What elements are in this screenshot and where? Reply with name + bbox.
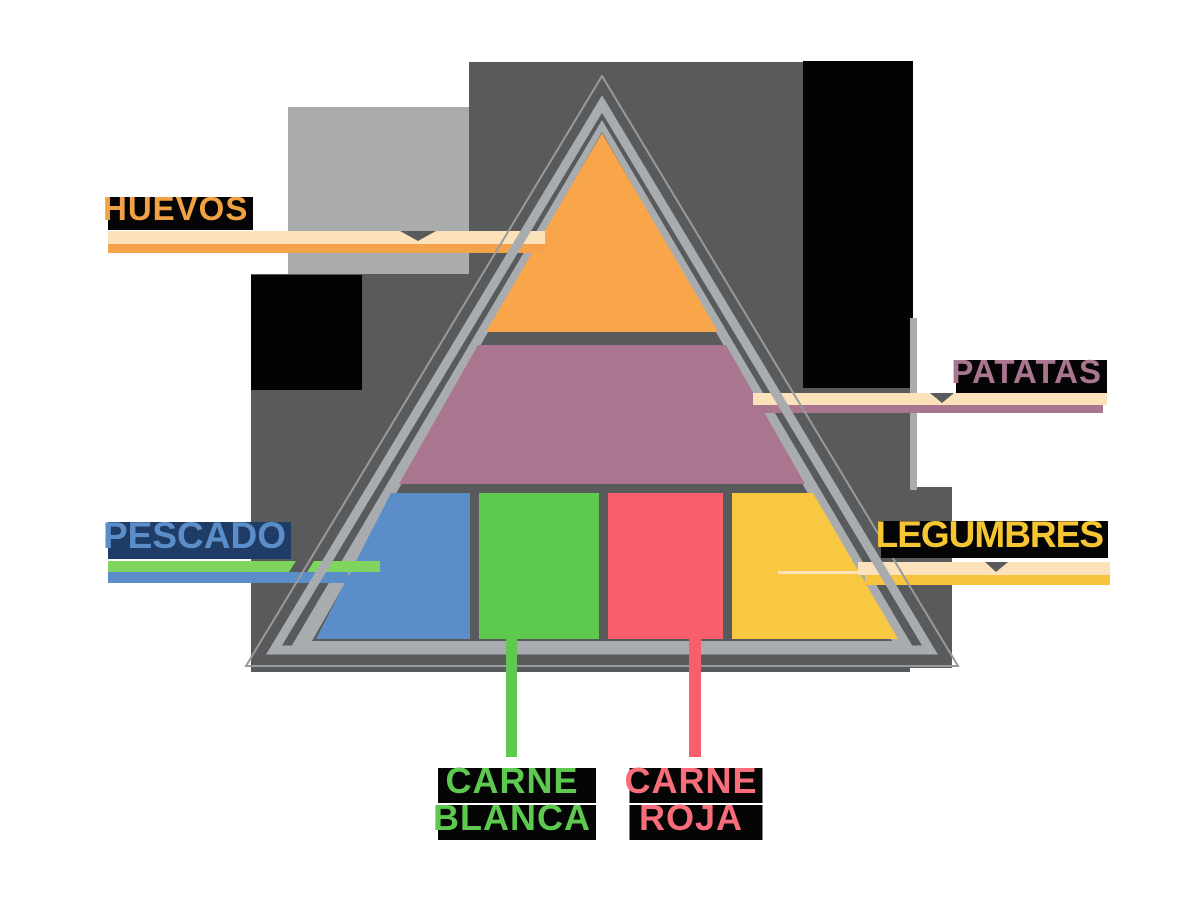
ribbon-patatas-mauve [760,405,1103,413]
pointer-line-carne-roja [689,608,701,757]
section-pescado [316,493,470,639]
section-patatas [399,345,805,484]
ribbon-pescado-blue [108,572,348,583]
ribbon-patatas-cream [753,393,1107,405]
label-huevos-shadow: HUEVOS [103,192,254,230]
label-huevos: HUEVOS [103,192,254,230]
label-carne-blanca-shadow-2: BLANCA [433,800,596,840]
ribbon-legumbres-fold [985,562,1008,572]
label-patatas: PATATAS [951,355,1107,393]
ribbon-pescado-green [108,561,380,572]
label-huevos-text: HUEVOS [103,190,249,227]
label-carne-roja-shadow-2: ROJA [629,800,763,840]
label-legumbres: LEGUMBRES [876,516,1108,558]
section-legumbres [732,493,898,639]
label-carne-blanca-line2: BLANCA [433,797,591,838]
black-panel-left [251,275,362,390]
label-carne-roja-line2: ROJA [638,797,744,838]
pointer-line-carne-blanca [506,608,517,757]
pyramid-outer-outline [244,74,960,667]
label-carne-roja-shadow-1: CARNE [624,763,763,803]
label-legumbres-shadow: LEGUMBRES [876,516,1108,558]
ribbon-huevos-orange [108,244,545,253]
label-patatas-text: PATATAS [951,353,1102,390]
ribbon-huevos-fold [400,231,436,241]
label-carne-blanca-line1: CARNE [445,760,579,801]
ribbon-legumbres-thin-line [778,571,863,574]
ribbon-huevos-cream [108,231,545,244]
label-legumbres-text: LEGUMBRES [875,514,1104,555]
label-pescado: PESCADO [103,517,291,559]
label-carne-roja-line1: CARNE [624,760,758,801]
ribbon-legumbres-cream [858,562,1110,575]
pyramid-border [266,95,938,655]
black-panel-right [803,61,913,388]
label-pescado-text: PESCADO [103,515,286,556]
label-carne-blanca-shadow-1: CARNE [438,763,596,803]
ribbon-legumbres-yellow [865,575,1110,585]
ribbon-patatas-fold [930,393,954,403]
section-carne-roja [608,493,723,639]
label-carne-roja: CARNE ROJA [624,763,763,840]
section-carne-blanca [479,493,599,639]
label-patatas-shadow: PATATAS [951,355,1107,393]
section-huevos [486,133,718,332]
label-pescado-shadow: PESCADO [103,517,291,559]
label-carne-blanca: CARNE BLANCA [433,763,596,840]
